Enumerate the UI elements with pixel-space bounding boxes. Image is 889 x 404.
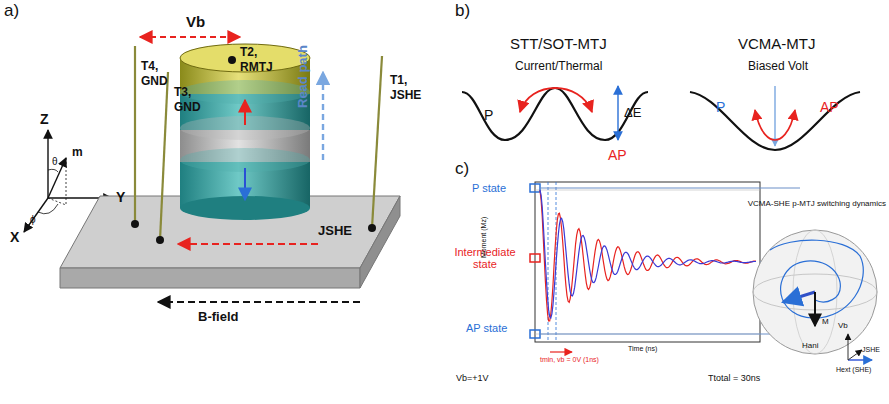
terminal-label: T4, xyxy=(141,60,158,73)
state-label: AP xyxy=(820,100,839,115)
mtj-pillar xyxy=(180,44,310,220)
heavy-metal-slab xyxy=(60,196,400,288)
moment-trace xyxy=(540,190,756,318)
energy-wells xyxy=(462,86,860,150)
vector-label: JSHE xyxy=(862,346,880,354)
state-label: P xyxy=(716,100,725,115)
state-label: P xyxy=(484,108,493,123)
energy-barrier-label: ΔE xyxy=(624,106,641,120)
vb-arrow xyxy=(140,36,240,38)
read-path-arrow xyxy=(322,72,324,160)
time-label: tmin, vb = 0V (1ns) xyxy=(540,356,599,364)
field-label: B-field xyxy=(198,310,238,324)
time-label: Ttotal = 30ns xyxy=(708,374,760,384)
terminal-label: GND xyxy=(174,101,201,114)
vector-label: Hani xyxy=(802,342,818,351)
terminal-label: T1, xyxy=(390,74,407,87)
terminal-label: GND xyxy=(141,75,168,88)
axis-label: m xyxy=(72,146,83,159)
sphere-title: VCMA-SHE p-MTJ switching dynamics xyxy=(748,200,886,209)
panel-letter: c) xyxy=(455,160,469,179)
panel-letter: a) xyxy=(4,2,19,21)
current-label: JSHE xyxy=(318,224,352,238)
jshe-arrow xyxy=(178,243,318,245)
mechanism-label: Biased Volt xyxy=(748,60,808,73)
terminal-label: JSHE xyxy=(390,89,421,102)
moment-trace xyxy=(540,191,756,321)
terminal-dots xyxy=(131,56,376,244)
axis-label: Z xyxy=(40,112,49,127)
state-label: P state xyxy=(472,182,506,194)
bloch-sphere xyxy=(753,230,877,360)
terminal-wires xyxy=(135,46,382,240)
vector-label: Vb xyxy=(838,322,848,331)
axis-label: X xyxy=(10,230,19,245)
voltage-label: Vb xyxy=(186,14,205,31)
b-field-arrow xyxy=(158,301,360,303)
terminal-label: RMTJ xyxy=(240,61,273,74)
axis-title: Moment (Mz) xyxy=(480,217,488,258)
angle-label: ϕ xyxy=(30,214,36,225)
panel-letter: b) xyxy=(455,2,470,21)
read-path-label: Read path xyxy=(296,45,310,108)
state-label: AP state xyxy=(466,322,507,334)
angle-label: θ xyxy=(52,156,58,167)
axis-label: Y xyxy=(116,190,125,205)
panel-title: STT/SOT-MTJ xyxy=(510,36,607,53)
terminal-label: T2, xyxy=(240,46,257,59)
terminal-label: T3, xyxy=(174,86,191,99)
bias-label: Vb=+1V xyxy=(456,374,489,384)
switching-traces xyxy=(540,190,756,321)
vector-label: Hext (SHE) xyxy=(836,366,871,374)
mechanism-label: Current/Thermal xyxy=(515,60,602,73)
panel-title: VCMA-MTJ xyxy=(738,36,816,53)
vector-label: M xyxy=(822,318,829,327)
axis-title: Time (ns) xyxy=(628,345,657,353)
state-label: AP xyxy=(608,148,627,163)
